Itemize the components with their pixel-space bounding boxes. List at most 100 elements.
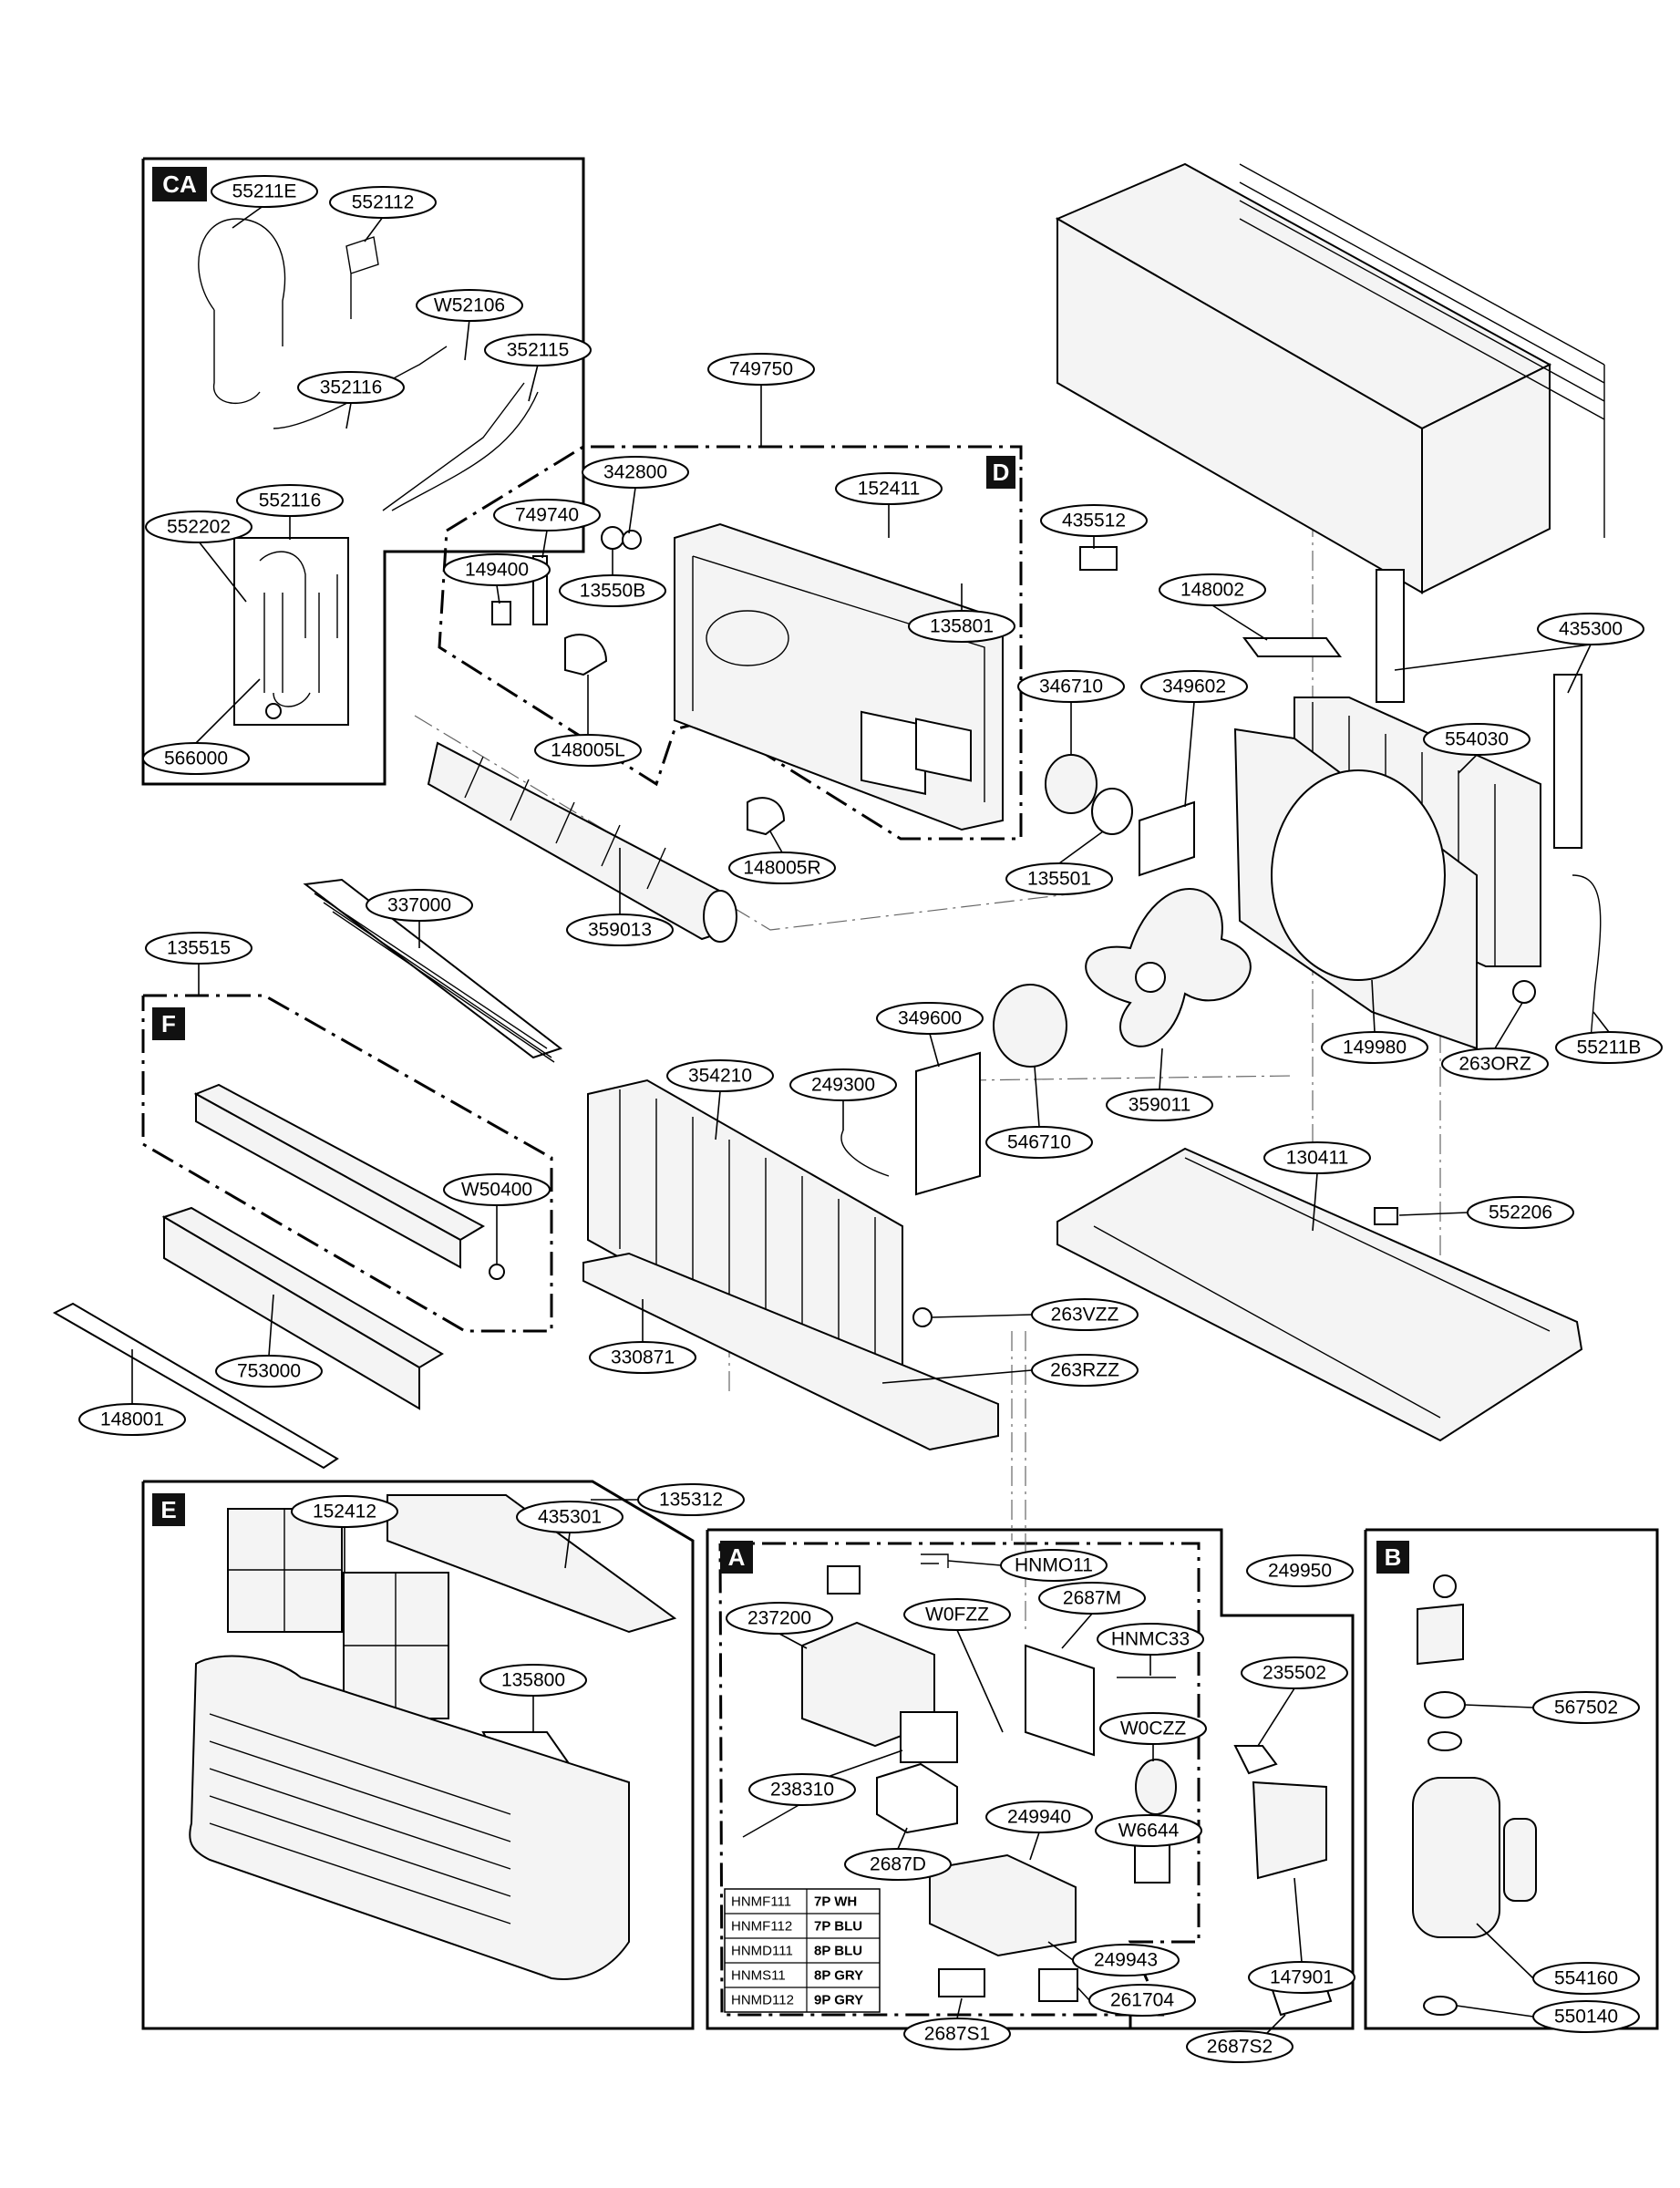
callout-148002 xyxy=(1159,573,1266,606)
callout-147901 xyxy=(1248,1961,1355,1994)
callout-149980 xyxy=(1321,1031,1428,1064)
callout-346710 xyxy=(1017,670,1125,703)
capillary-tube-drawing xyxy=(198,218,286,405)
channel-135515-drawing xyxy=(193,1083,486,1242)
bracket-235502-drawing xyxy=(1233,1745,1278,1775)
callout-label: 352116 xyxy=(320,377,383,398)
callout-148005r xyxy=(728,851,836,884)
callout-label: 749750 xyxy=(729,359,793,380)
callout-label: 235502 xyxy=(1263,1663,1326,1684)
plug-w50400-drawing xyxy=(489,1264,505,1280)
callout-552116 xyxy=(236,484,344,517)
callout-label: 567502 xyxy=(1554,1698,1618,1718)
callout-567502 xyxy=(1532,1691,1640,1724)
callout-label: 352115 xyxy=(507,340,570,361)
callout-label: 263VZZ xyxy=(1051,1305,1119,1326)
callout-148001 xyxy=(78,1403,186,1436)
part-a1-drawing xyxy=(827,1565,861,1595)
callout-label: 55211E xyxy=(232,181,297,202)
front-cover-drawing xyxy=(189,1655,630,1980)
callout-label: 148002 xyxy=(1180,580,1244,601)
callout-label: 148001 xyxy=(100,1409,164,1430)
callout-label: W0FZZ xyxy=(925,1605,989,1626)
callout-label: 261704 xyxy=(1110,1990,1174,2011)
callout-263orz xyxy=(1441,1048,1549,1080)
section-tags: CA D F E A B xyxy=(152,167,1409,1574)
callout-352116 xyxy=(297,371,405,404)
callout-435300 xyxy=(1537,613,1644,645)
callout-label: 152412 xyxy=(313,1502,376,1522)
callout-label: 249940 xyxy=(1007,1807,1071,1828)
callout-552202 xyxy=(145,511,253,543)
filter-left-grid xyxy=(228,1509,342,1632)
callout-label: 550140 xyxy=(1554,2007,1618,2028)
bracket-148002-drawing xyxy=(1242,637,1342,657)
propeller-fan-359011-drawing xyxy=(1085,888,1252,1048)
fan-end-drawing xyxy=(703,890,737,943)
callout-label: 753000 xyxy=(237,1361,301,1382)
callout-135501 xyxy=(1005,862,1113,895)
callout-label: 552116 xyxy=(259,490,322,511)
callout-label: 554030 xyxy=(1445,729,1509,750)
pcb-2687m-drawing xyxy=(1025,1644,1095,1757)
callout-359011 xyxy=(1106,1089,1213,1121)
callout-label: 147901 xyxy=(1270,1967,1334,1988)
wire-harness-drawing xyxy=(742,1800,808,1838)
callout-2687s2 xyxy=(1186,2030,1293,2063)
callout-label: 249300 xyxy=(811,1075,875,1096)
blower-opening-drawing xyxy=(706,610,789,666)
callout-label: W6644 xyxy=(1118,1821,1180,1842)
part-263vzz-drawing xyxy=(912,1307,933,1327)
bearing-13550b-drawing xyxy=(622,530,642,550)
callout-2687s1 xyxy=(903,2018,1011,2050)
section-e-border xyxy=(141,1480,695,2030)
section-e-label: E xyxy=(160,1496,176,1523)
callout-55211b xyxy=(1555,1031,1663,1064)
table-cell-desc: 9P GRY xyxy=(814,1993,863,2008)
callout-label: 435301 xyxy=(538,1507,602,1528)
callout-249950 xyxy=(1246,1554,1354,1587)
callout-label: 2687M xyxy=(1063,1588,1121,1609)
callout-label: 238310 xyxy=(770,1780,834,1801)
section-boundaries xyxy=(141,157,1659,2030)
callout-152411 xyxy=(835,472,943,505)
callout-label: 263ORZ xyxy=(1458,1054,1531,1075)
section-b-border xyxy=(1364,1528,1659,2030)
callout-55211e xyxy=(211,175,318,208)
callout-label: 135801 xyxy=(930,616,994,637)
base-pan-130411-drawing xyxy=(1056,1147,1583,1442)
clip-435512-drawing xyxy=(1079,546,1118,571)
callout-label: 359013 xyxy=(588,920,652,941)
callout-label: 263RZZ xyxy=(1050,1360,1119,1381)
callout-135800 xyxy=(479,1664,587,1697)
clip-149400-drawing xyxy=(491,601,511,625)
callout-135801 xyxy=(908,610,1015,643)
cross-flow-fan-drawing xyxy=(427,741,731,941)
outdoor-grille-drawing xyxy=(1239,163,1605,538)
section-tag-b xyxy=(1376,1541,1409,1574)
pcb-2687d-drawing xyxy=(876,1762,958,1834)
section-tag-d xyxy=(986,456,1015,489)
callout-550140 xyxy=(1532,2000,1640,2033)
guide-line xyxy=(414,715,1077,931)
callout-554030 xyxy=(1423,723,1531,756)
callout-label: 435300 xyxy=(1559,619,1623,640)
callout-label: 130411 xyxy=(1286,1148,1349,1169)
callout-label: 55211B xyxy=(1577,1037,1642,1058)
callout-349600 xyxy=(876,1002,984,1035)
panel-147901-drawing xyxy=(1252,1780,1327,1880)
callout-label: 2687S1 xyxy=(924,2024,990,2045)
callout-554160 xyxy=(1532,1962,1640,1995)
callout-w6644 xyxy=(1095,1814,1202,1847)
callout-552112 xyxy=(329,186,437,219)
callout-label: 566000 xyxy=(164,748,228,769)
holder-148005l-drawing xyxy=(564,634,608,676)
panel-238310-drawing xyxy=(900,1711,958,1763)
filter-152412-grid xyxy=(344,1573,448,1718)
callout-753000 xyxy=(215,1355,323,1388)
bearing-342800-drawing xyxy=(601,526,624,550)
part-263orz-drawing xyxy=(1512,980,1536,1004)
section-tag-ca xyxy=(152,167,207,201)
blower-housing-drawing xyxy=(674,522,1004,831)
callout-359013 xyxy=(566,913,674,946)
